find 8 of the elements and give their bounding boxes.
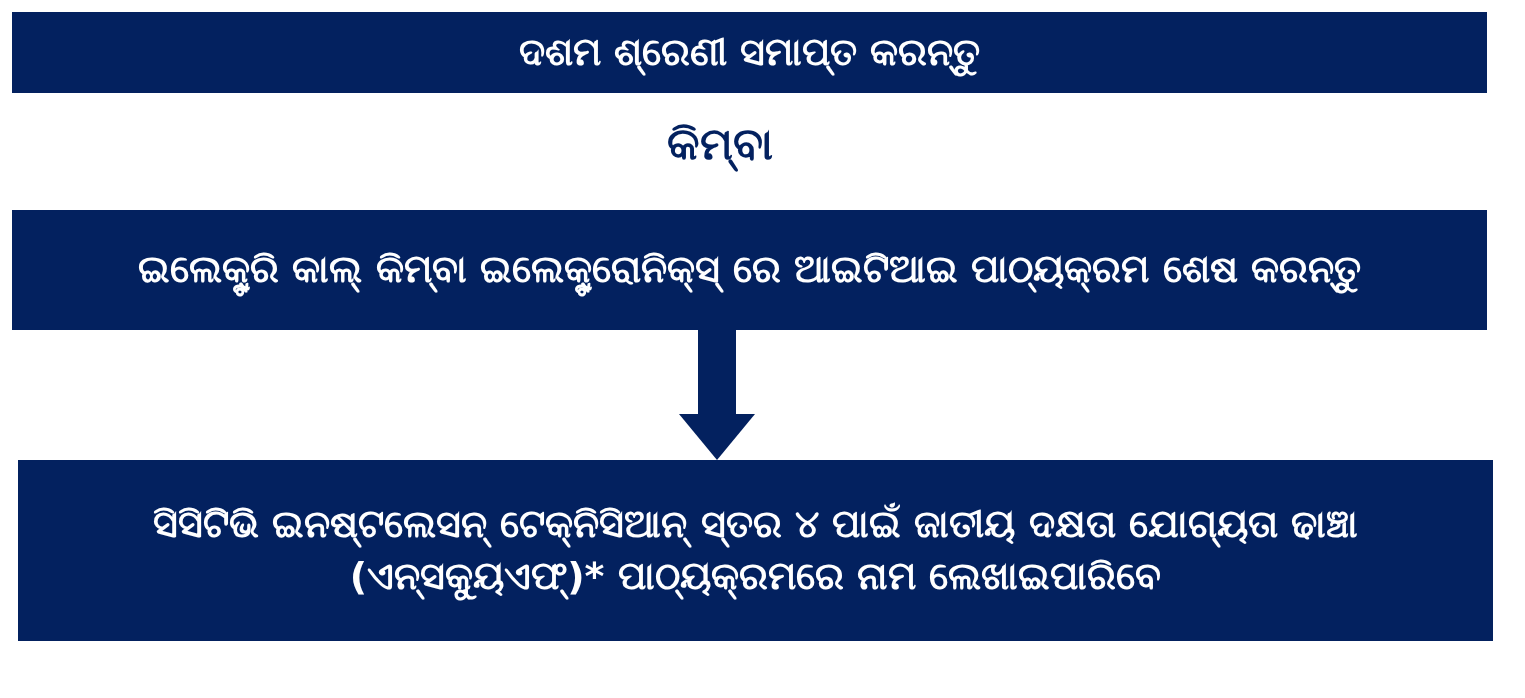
step-text: ଇଲେକ୍ଟ୍ରି କାଲ୍ କିମ୍ବା ଇଲେକ୍ଟ୍ରୋନିକ୍ସ୍ ରେ ଆଇଟିଆଇ ପାଠ୍ୟକ୍ରମ ଶେଷ କରନ୍ତୁ bbox=[138, 244, 1361, 296]
process-box bbox=[12, 210, 1487, 330]
or-text: କିମ୍ବା bbox=[0, 118, 1440, 170]
step-text: ଦଶମ ଶ୍ରେଣୀ ସମାପ୍ତ କରନ୍ତୁ bbox=[518, 26, 981, 79]
process-box bbox=[12, 12, 1487, 93]
down-arrow bbox=[679, 330, 755, 460]
step-text: ସିସିଟିଭି ଇନଷ୍ଟଲେସନ୍ ଟେକ୍ନିସିଆନ୍ ସ୍ତର ୪ ପାଇଁ ଜାତୀୟ ଦକ୍ଷତା ଯୋଗ୍ୟତା ଢାଞ୍ଚା (ଏନ୍ସକ୍ୟୁଏଫ୍)* ପାଠ୍ୟକ୍ରମରେ ନାମ ଲେଖାଇପାରିବେ bbox=[48, 499, 1463, 602]
process-box bbox=[18, 460, 1493, 641]
